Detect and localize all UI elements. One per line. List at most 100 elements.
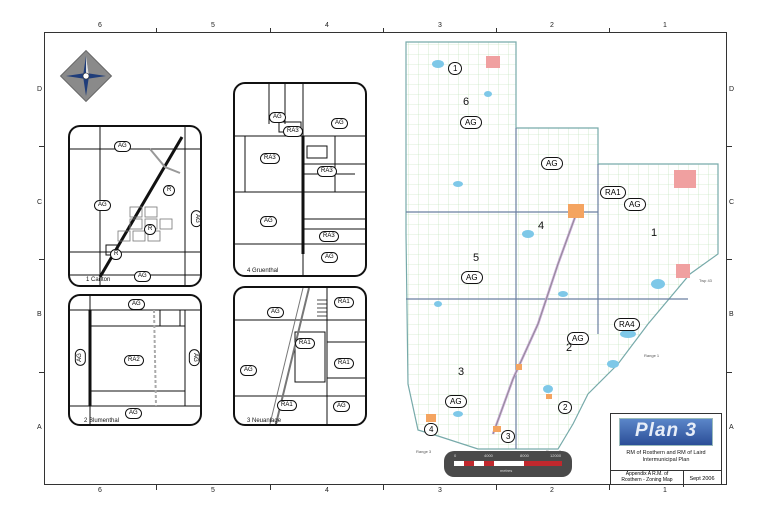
- grid-tick: [39, 146, 44, 147]
- map-date: Sept 2006: [683, 470, 721, 487]
- zone-label: RA3: [260, 153, 280, 164]
- zone-label: AG: [190, 210, 200, 227]
- inset-map-carlton: AG AG R R R AG AG 1 Carlton: [68, 125, 202, 287]
- zone-label: R: [110, 249, 123, 260]
- grid-tick: [270, 485, 271, 490]
- grid-col-label: 4: [325, 487, 329, 494]
- zone-label: RA1: [600, 186, 626, 199]
- grid-tick: [39, 259, 44, 260]
- grid-tick: [727, 372, 732, 373]
- scale-tick-label: 8000: [520, 453, 529, 458]
- zone-label: AG: [461, 271, 483, 284]
- zone-label: AG: [240, 365, 257, 376]
- scale-unit: metres: [500, 468, 513, 473]
- zone-label: AG: [74, 349, 86, 366]
- grid-row-label: A: [729, 424, 734, 431]
- appendix-line-2: Rosthern - Zoning Map: [621, 477, 673, 483]
- callout-label: 3: [501, 430, 516, 443]
- grid-row-label: D: [37, 86, 43, 93]
- grid-col-label: 1: [663, 22, 667, 29]
- region-number: 3: [458, 366, 465, 378]
- inset-caption: 2 Blumenthal: [84, 418, 120, 424]
- grid-col-label: 3: [438, 487, 442, 494]
- main-zoning-map: [405, 41, 719, 450]
- grid-tick: [383, 485, 384, 490]
- range-label: Twp 43: [699, 278, 712, 283]
- inset-map-blumenthal: AG AG RA2 AG AG 2 Blumenthal: [68, 294, 202, 426]
- zone-label: RA3: [283, 126, 303, 137]
- zone-label: RA4: [614, 318, 640, 331]
- grid-tick: [609, 485, 610, 490]
- grid-tick: [496, 28, 497, 33]
- callout-label: 4: [424, 423, 439, 436]
- zone-label: AG: [188, 349, 200, 366]
- grid-row-label: C: [37, 199, 43, 206]
- range-label: Range 1: [644, 353, 660, 358]
- region-number: 5: [473, 252, 480, 264]
- zone-label: AG: [331, 118, 348, 129]
- zone-label: R: [144, 224, 157, 235]
- zone-label: RA1: [277, 400, 297, 411]
- callout-label: 1: [448, 62, 463, 75]
- grid-col-label: 1: [663, 487, 667, 494]
- zone-label: AG: [567, 332, 589, 345]
- zone-label: AG: [460, 116, 482, 129]
- zone-label: RA1: [334, 297, 354, 308]
- zone-label: AG: [624, 198, 646, 211]
- region-number: 6: [463, 96, 470, 108]
- plan3-logo: Plan 3: [619, 418, 713, 446]
- grid-row-label: C: [729, 199, 735, 206]
- inset-map-neuanlage: AG RA1 RA1 RA1 AG RA1 AG 3 Neuanlage: [233, 286, 367, 426]
- map-title: RM of Rosthern and RM of Laird Intermuni…: [611, 450, 721, 464]
- title-block: Plan 3 RM of Rosthern and RM of Laird In…: [610, 413, 722, 487]
- grid-col-label: 5: [211, 487, 215, 494]
- grid-tick: [156, 28, 157, 33]
- grid-row-label: B: [729, 311, 734, 318]
- scale-tick-label: 12000: [550, 453, 562, 458]
- zone-label: AG: [445, 395, 467, 408]
- grid-tick: [609, 28, 610, 33]
- grid-tick: [496, 485, 497, 490]
- inset-map-gruenthal: AG AG RA3 RA3 RA3 AG RA3 AG 4 Gruenthal: [233, 82, 367, 277]
- map-frame: [44, 32, 727, 485]
- zone-label: RA3: [319, 231, 339, 242]
- grid-tick: [727, 259, 732, 260]
- inset-caption: 1 Carlton: [86, 277, 111, 283]
- grid-col-label: 6: [98, 22, 102, 29]
- grid-row-label: D: [729, 86, 735, 93]
- zone-label: AG: [267, 307, 284, 318]
- region-number: 2: [566, 342, 573, 354]
- zone-label: AG: [128, 299, 145, 310]
- grid-tick: [39, 372, 44, 373]
- grid-row-label: B: [37, 311, 42, 318]
- zone-label: AG: [321, 252, 338, 263]
- grid-col-label: 2: [550, 487, 554, 494]
- zone-label: AG: [269, 112, 286, 123]
- zone-label: AG: [94, 200, 111, 211]
- scale-bar: 0 4000 8000 12000 metres: [444, 451, 572, 477]
- grid-col-label: 4: [325, 22, 329, 29]
- zone-label: AG: [333, 401, 350, 412]
- grid-tick: [383, 28, 384, 33]
- region-number: 4: [538, 220, 545, 232]
- zone-label: RA1: [295, 338, 315, 349]
- grid-tick: [156, 485, 157, 490]
- appendix-line-1: Appendix A R.M. of: [625, 471, 669, 477]
- grid-tick: [270, 28, 271, 33]
- scale-tick-label: 4000: [484, 453, 493, 458]
- zone-label: AG: [134, 271, 151, 282]
- zone-label: AG: [125, 408, 142, 419]
- inset-caption: 4 Gruenthal: [247, 268, 279, 274]
- zone-label: RA3: [317, 166, 337, 177]
- grid-col-label: 3: [438, 22, 442, 29]
- grid-col-label: 5: [211, 22, 215, 29]
- grid-tick: [727, 146, 732, 147]
- zone-label: AG: [541, 157, 563, 170]
- title-line-2: Intermunicipal Plan: [642, 457, 690, 463]
- scale-tick-label: 0: [454, 453, 457, 458]
- zone-label: AG: [260, 216, 277, 227]
- grid-row-label: A: [37, 424, 42, 431]
- zone-label: RA1: [334, 358, 354, 369]
- inset-caption: 3 Neuanlage: [247, 418, 282, 424]
- appendix-label: Appendix A R.M. of Rosthern - Zoning Map: [611, 470, 684, 487]
